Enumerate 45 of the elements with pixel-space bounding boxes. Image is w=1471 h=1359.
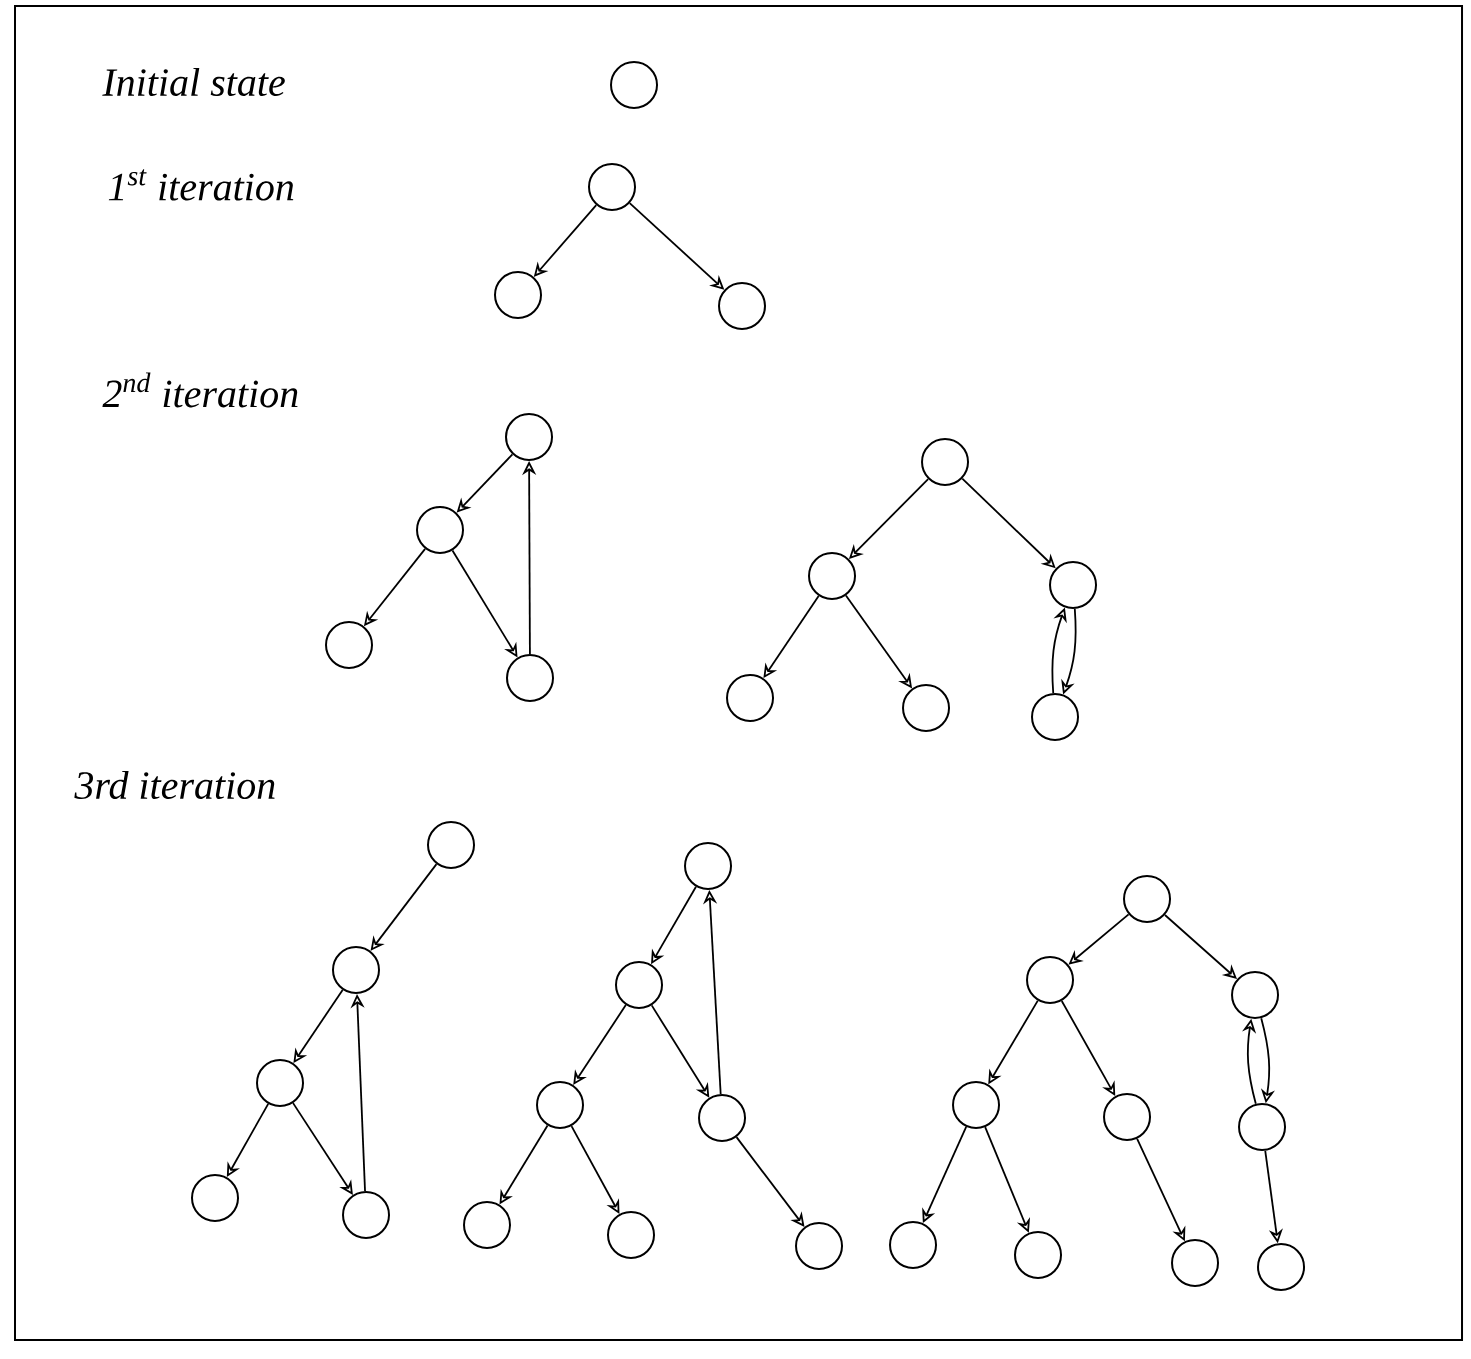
graph-node — [889, 1221, 937, 1269]
arrow — [735, 1136, 805, 1227]
graph-node — [506, 654, 554, 702]
graph-node — [718, 282, 766, 330]
graph-node — [1238, 1103, 1286, 1151]
graph-node — [416, 506, 464, 554]
graph-node — [607, 1211, 655, 1259]
graph-node — [325, 621, 373, 669]
iteration-label: 2$^{nd}$ iteration — [102, 372, 298, 408]
graph-node — [505, 413, 553, 461]
graph-node — [536, 1081, 584, 1129]
graph-node — [1257, 1243, 1305, 1291]
graph-node — [256, 1059, 304, 1107]
iteration-label: 3rd iteration — [74, 770, 275, 800]
graph-node — [494, 271, 542, 319]
graph-node — [191, 1174, 239, 1222]
iteration-label: 1$^{st}$ iteration — [108, 169, 294, 201]
arrow — [570, 1125, 620, 1214]
arrow — [370, 863, 438, 951]
graph-node — [332, 946, 380, 994]
graph-node — [427, 821, 475, 869]
graph-node — [921, 438, 969, 486]
arrow — [573, 1004, 627, 1085]
graph-node — [1049, 561, 1097, 609]
graph-node — [1014, 1231, 1062, 1279]
graph-node — [342, 1191, 390, 1239]
graph-node — [1171, 1239, 1219, 1287]
graph-node — [684, 842, 732, 890]
graph-node — [952, 1081, 1000, 1129]
graph-node — [1231, 971, 1279, 1019]
graph-node — [1103, 1093, 1151, 1141]
graph-node — [463, 1201, 511, 1249]
graph-node — [698, 1094, 746, 1142]
graph-node — [588, 163, 636, 211]
iteration-label: Initial state — [102, 67, 285, 97]
graph-node — [726, 674, 774, 722]
graph-node — [795, 1222, 843, 1270]
graph-node — [1031, 693, 1079, 741]
graph-node — [902, 684, 950, 732]
graph-node — [1123, 875, 1171, 923]
graph-node — [610, 61, 658, 109]
graph-node — [1026, 956, 1074, 1004]
arrow — [292, 1102, 353, 1195]
graph-node — [615, 961, 663, 1009]
graph-node — [808, 552, 856, 600]
